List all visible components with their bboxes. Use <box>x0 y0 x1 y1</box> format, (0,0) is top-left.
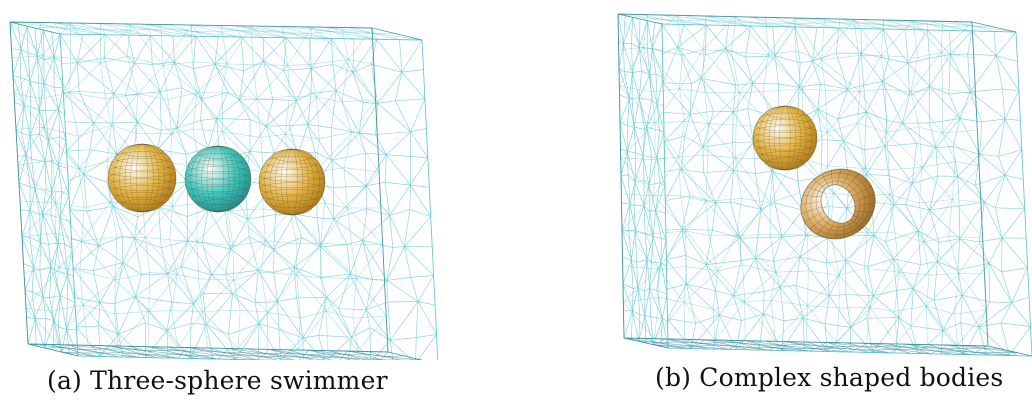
sphere-middle <box>184 145 252 213</box>
mesh-figure-b <box>617 13 1032 357</box>
caption-a: (a) Three-sphere swimmer <box>47 366 388 395</box>
panel-complex-bodies: (b) Complex shaped bodies <box>600 0 1032 418</box>
complex-bodies <box>752 105 876 240</box>
sphere-right <box>258 148 326 216</box>
fluid-domain-mesh <box>617 13 1032 357</box>
panel-three-sphere: (a) Three-sphere swimmer <box>0 0 440 418</box>
swimmer-bodies <box>107 143 326 216</box>
caption-b: (b) Complex shaped bodies <box>655 363 1004 392</box>
sphere-left <box>107 143 177 213</box>
torus-body <box>800 168 876 240</box>
sphere-body <box>752 105 818 171</box>
mesh-figure-a <box>9 21 439 360</box>
